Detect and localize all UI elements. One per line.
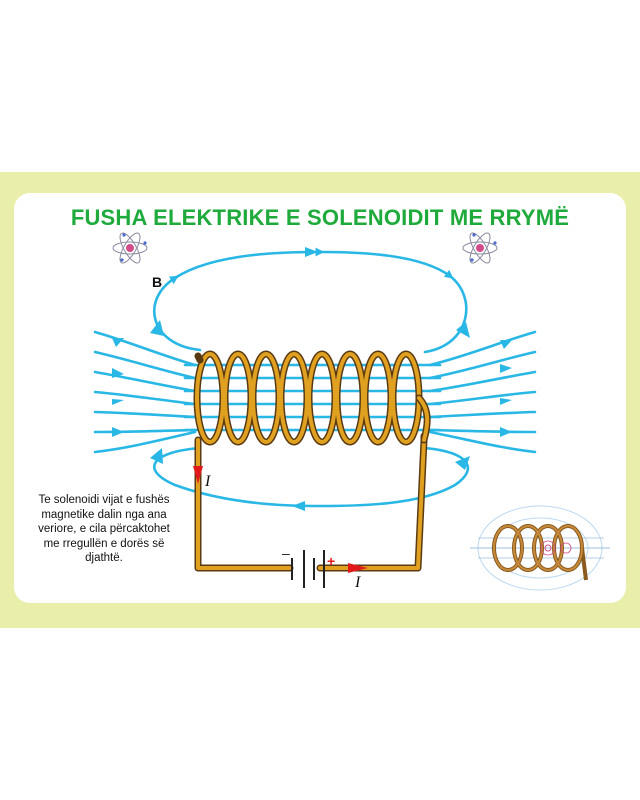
atom-icon	[462, 232, 498, 264]
magnetic-field-lines	[93, 247, 537, 508]
current-arrow-down	[193, 466, 203, 484]
battery	[291, 550, 325, 588]
field-label-b: B	[152, 274, 162, 290]
current-arrow-right	[348, 563, 368, 573]
atom-icon	[112, 232, 148, 264]
page-title: FUSHA ELEKTRIKE E SOLENOIDIT ME RRYMË	[70, 205, 570, 230]
field-arrows	[112, 247, 512, 511]
solenoid-coil	[193, 350, 431, 446]
battery-minus: –	[282, 545, 290, 561]
inset-solenoid-illustration	[470, 505, 610, 591]
battery-plus: +	[327, 553, 335, 569]
current-label-2: I	[354, 574, 361, 591]
current-label-1: I	[204, 473, 211, 490]
caption-text: Te solenoidi vijat e fushës magnetike da…	[38, 494, 170, 564]
